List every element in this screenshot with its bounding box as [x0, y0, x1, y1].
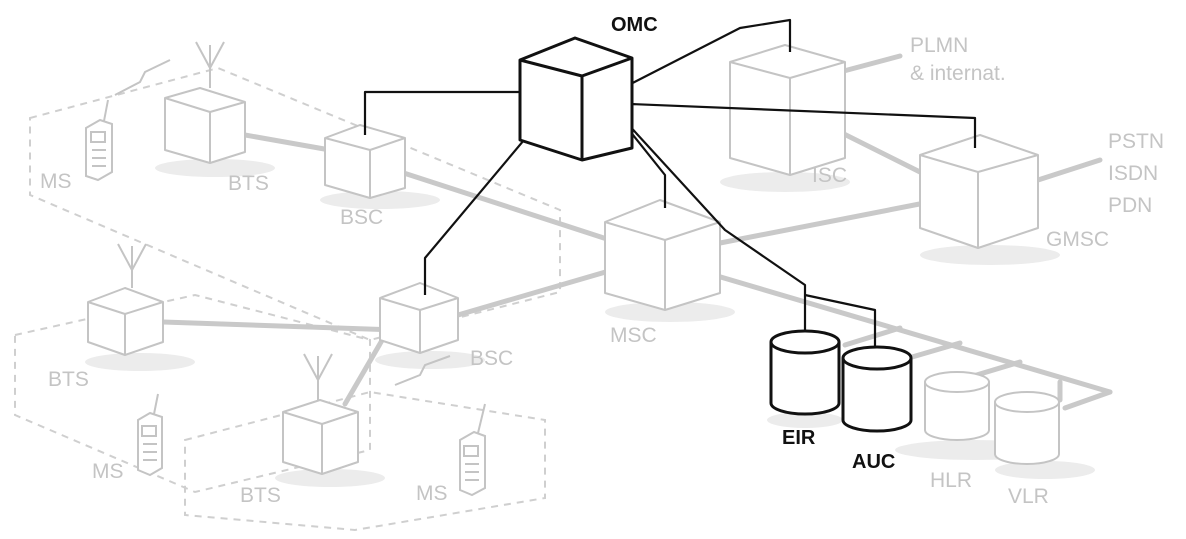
label-bts-bottom: BTS [240, 484, 281, 507]
label-plmn: PLMN [910, 34, 968, 57]
label-ms-lower-right: MS [416, 482, 448, 505]
cell-boundary-upper [29, 66, 561, 342]
mgmt-link-omc-bsc-lower [423, 114, 546, 295]
antenna-upper-icon [195, 41, 225, 88]
radio-link-bottom [394, 355, 451, 386]
auc-database-cylinder-icon [841, 345, 913, 433]
link-bus-branch-1 [842, 325, 903, 348]
link-bsc-upper-msc [367, 159, 613, 243]
antennas [117, 41, 333, 400]
bts-bottom-cube-icon [282, 399, 359, 475]
antenna-bottom-icon [303, 353, 333, 400]
shadow-isc [720, 172, 850, 192]
label-omc: OMC [611, 14, 658, 36]
link-bts-left-bsc [160, 319, 398, 333]
grey-cubes [87, 44, 1039, 475]
management-links [363, 18, 977, 348]
labels: OMC PLMN & internat. ISC PSTN ISDN PDN G… [40, 14, 1164, 508]
label-eir: EIR [782, 427, 816, 449]
mobile-phones [85, 99, 486, 497]
mgmt-link-omc-auc [804, 293, 877, 348]
radio-links [114, 59, 451, 386]
label-bts-upper: BTS [228, 172, 269, 195]
shadow-vlr [995, 461, 1095, 479]
antenna-left-icon [117, 243, 147, 288]
cell-boundaries [14, 66, 561, 532]
label-pstn: PSTN [1108, 130, 1164, 153]
label-isdn: ISDN [1108, 162, 1158, 185]
link-gmsc-external [1035, 157, 1103, 183]
label-isc: ISC [812, 164, 847, 187]
label-gmsc: GMSC [1046, 228, 1109, 251]
mgmt-link-omc-msc [624, 124, 667, 208]
label-plmn-international: & internat. [910, 62, 1006, 85]
label-hlr: HLR [930, 469, 972, 492]
shadow-eir [767, 412, 843, 428]
label-vlr: VLR [1008, 485, 1049, 508]
bsc-lower-cube-icon [379, 282, 459, 354]
ms-upper-mobile-phone-icon [85, 99, 113, 182]
link-msc-gmsc [717, 197, 943, 246]
grey-databases [924, 371, 1060, 465]
shadow-gmsc [920, 245, 1060, 265]
label-bts-left: BTS [48, 368, 89, 391]
bts-upper-cube-icon [164, 87, 246, 164]
bsc-upper-cube-icon [324, 124, 406, 199]
vlr-database-cylinder-icon [994, 391, 1060, 465]
label-pdn: PDN [1108, 194, 1152, 217]
shadow-msc [605, 302, 735, 322]
label-msc: MSC [610, 324, 657, 347]
shadow-bts-bottom [275, 469, 385, 487]
cell-boundary-left [14, 293, 371, 494]
dark-databases [769, 329, 913, 433]
ms-lower-left-mobile-phone-icon [137, 393, 163, 477]
label-bsc-upper: BSC [340, 206, 383, 229]
shadow-bts-left [85, 353, 195, 371]
label-ms-upper: MS [40, 170, 72, 193]
gmsc-cube-icon [919, 134, 1039, 249]
omc-cube-icon [518, 36, 634, 162]
msc-cube-icon [604, 199, 721, 311]
shadow-bts-upper [155, 159, 275, 177]
mgmt-link-omc-gmsc [629, 102, 977, 148]
mgmt-link-omc-isc [614, 18, 792, 93]
link-bus-branch-4 [1062, 389, 1113, 411]
shadow-bsc-lower [375, 351, 485, 369]
shadow-bsc-upper [320, 191, 440, 209]
mgmt-link-omc-eir [614, 109, 807, 335]
radio-link-upper [114, 59, 171, 96]
bts-left-cube-icon [87, 287, 164, 356]
cell-boundary-bottom [184, 390, 546, 532]
link-isc-plmn [837, 53, 903, 75]
label-ms-lower-left: MS [92, 460, 124, 483]
ms-lower-right-mobile-phone-icon [459, 403, 486, 497]
label-auc: AUC [852, 451, 895, 473]
hlr-database-cylinder-icon [924, 371, 990, 441]
mgmt-link-omc-bsc-upper [363, 90, 520, 135]
label-bsc-lower: BSC [470, 347, 513, 370]
eir-database-cylinder-icon [769, 329, 841, 416]
